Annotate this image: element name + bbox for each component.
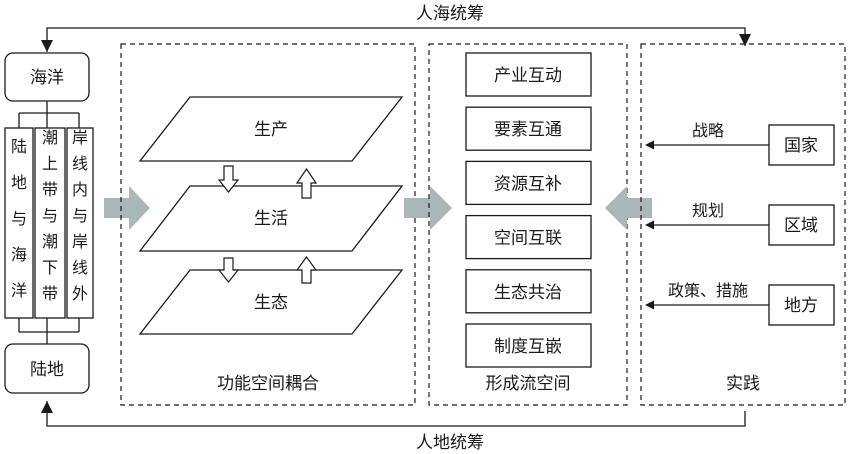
flow-item-box: [465, 323, 592, 368]
top-coordination-label: 人海统筹: [416, 4, 484, 24]
column-char: 岸: [72, 232, 88, 251]
column-char: 上: [42, 154, 58, 173]
top-coordination-connector: 人海统筹: [41, 1, 751, 52]
practice-level-box: [768, 204, 835, 246]
big-arrow-right-1-icon: [104, 186, 150, 230]
ecology-label: 生态: [254, 293, 288, 313]
practice-action-label: 政策、措施: [668, 281, 748, 300]
coupling-caption: 功能空间耦合: [217, 374, 319, 394]
column-char: 与: [11, 209, 27, 228]
column-char: 陆: [11, 137, 27, 156]
down-arrow-2-icon: [217, 257, 240, 283]
column-char: 海: [11, 245, 27, 264]
production-label: 生产: [254, 120, 288, 140]
flow-item-label: 产业互动: [494, 66, 562, 86]
practice-action-label: 规划: [692, 201, 724, 220]
flow-caption: 形成流空间: [486, 374, 571, 394]
practice-caption: 实践: [726, 374, 760, 394]
ecology-plane: [138, 269, 404, 335]
column-char: 地: [11, 173, 27, 192]
practice-action-label: 战略: [692, 121, 724, 140]
practice-level-label: 地方: [784, 296, 818, 316]
column-char: 岸: [72, 128, 88, 147]
land-label: 陆地: [30, 360, 64, 380]
top-right-arrowhead-icon: [739, 34, 751, 46]
bottom-coordination-connector: 人地统筹: [41, 401, 746, 453]
column-char: 线: [72, 154, 88, 173]
practice-level-label: 区域: [784, 216, 818, 236]
column-char: 带: [42, 180, 58, 199]
tidal-zone-column: [34, 127, 66, 319]
column-char: 潮: [42, 232, 58, 251]
column-char: 潮: [42, 128, 58, 147]
column-char: 洋: [11, 281, 27, 300]
ocean-label: 海洋: [30, 68, 64, 88]
living-plane: [138, 185, 404, 252]
shoreline-column: [66, 127, 94, 319]
practice-level-box: [768, 124, 835, 166]
practice-panel-border: [640, 43, 846, 406]
bottom-left-arrowhead-icon: [41, 401, 53, 413]
top-left-arrowhead-icon: [41, 40, 53, 52]
flow-item-label: 要素互通: [494, 120, 562, 140]
column-char: 与: [42, 206, 58, 225]
flow-item-box: [465, 106, 592, 151]
flow-item-label: 制度互嵌: [494, 337, 562, 357]
column-char: 内: [72, 180, 88, 199]
practice-level-label: 国家: [784, 136, 818, 156]
flow-item-box: [465, 214, 592, 260]
column-char: 下: [42, 258, 58, 277]
bottom-coordination-label: 人地统筹: [416, 433, 484, 453]
flow-item-box: [465, 52, 592, 97]
big-arrow-left-icon: [605, 186, 652, 230]
column-char: 带: [42, 284, 58, 303]
coupling-panel-border: [120, 43, 416, 406]
flow-item-box: [465, 160, 592, 206]
living-label: 生活: [254, 209, 288, 229]
column-char: 线: [72, 258, 88, 277]
up-arrow-2-icon: [295, 255, 318, 284]
land-box: [4, 343, 90, 394]
column-char: 外: [72, 284, 88, 303]
flow-item-box: [465, 269, 592, 314]
flow-item-label: 资源互补: [494, 174, 562, 194]
column-char: 与: [72, 206, 88, 225]
big-arrow-right-2-icon: [404, 186, 452, 230]
down-arrow-1-icon: [217, 165, 240, 193]
up-arrow-1-icon: [295, 167, 318, 199]
production-plane: [138, 96, 404, 162]
coupling-panel: 生产 生活 生态 功能空间耦合: [120, 43, 416, 406]
flow-item-label: 生态共治: [494, 283, 562, 303]
flow-item-label: 空间互联: [494, 229, 562, 249]
